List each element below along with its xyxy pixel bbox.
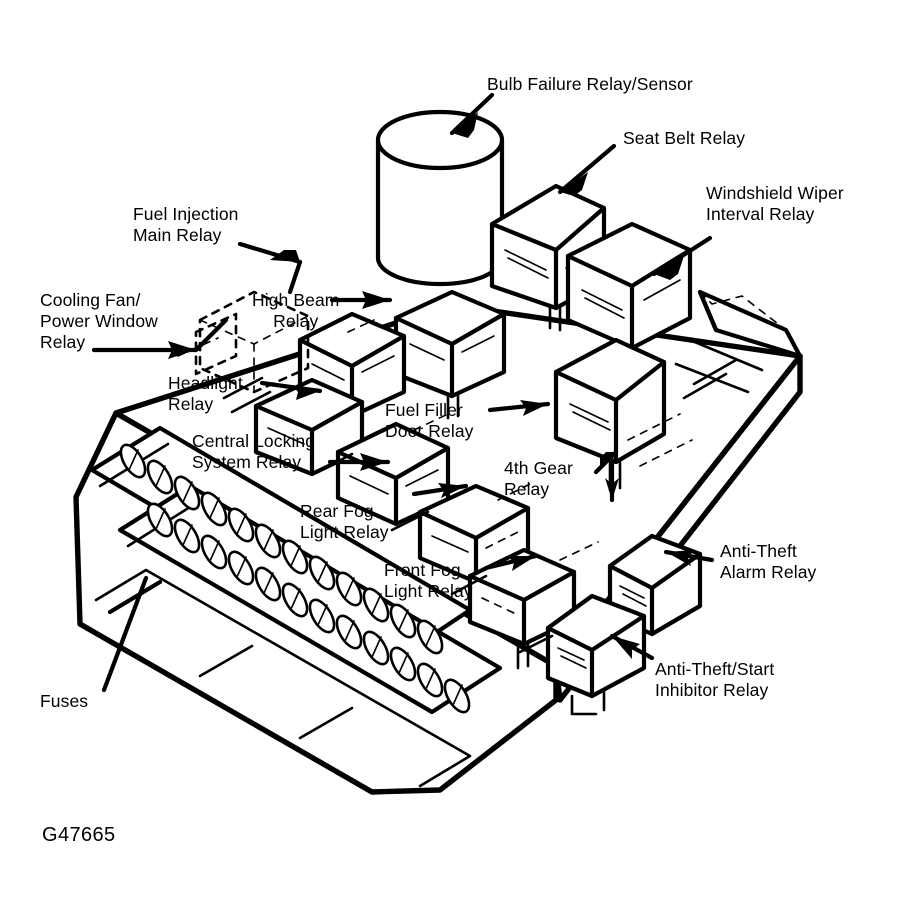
- label-rear-fog-light-relay: Rear Fog Light Relay: [300, 501, 389, 542]
- fuse-row-lower-shading: [155, 508, 463, 706]
- relay-central-locking: [335, 421, 451, 527]
- leader-lines: [91, 92, 715, 693]
- label-fuel-injection-main-relay: Fuel Injection Main Relay: [133, 204, 239, 245]
- relay-anti-theft-start-inhibitor: [545, 593, 647, 716]
- label-high-beam-relay: High Beam Relay: [252, 290, 340, 331]
- relay-4th-gear: [553, 337, 667, 492]
- label-central-locking-system-relay: Central Locking System Relay: [192, 431, 316, 472]
- label-seat-belt-relay: Seat Belt Relay: [623, 128, 746, 148]
- label-bulb-failure-relay: Bulb Failure Relay/Sensor: [487, 74, 693, 94]
- label-headlight-relay: Headlight Relay: [168, 373, 243, 414]
- label-fuses: Fuses: [40, 691, 89, 711]
- fuse-row-upper-shading: [128, 449, 436, 647]
- relay-front-fog-light: [467, 547, 577, 670]
- deck-hidden-edges: [347, 319, 693, 561]
- box-rear-right-wall: [674, 289, 803, 394]
- relay-headlight: [253, 377, 365, 477]
- deck-creases: [222, 358, 738, 654]
- bulb-failure-relay-cylinder: [375, 109, 505, 287]
- label-anti-theft-alarm-relay: Anti-Theft Alarm Relay: [720, 541, 817, 582]
- label-4th-gear-relay: 4th Gear Relay: [504, 458, 573, 499]
- label-front-fog-light-relay: Front Fog Light Relay: [384, 560, 473, 601]
- fuse-row-lower: [146, 502, 471, 714]
- fuse-bank: [89, 425, 503, 788]
- figure-id-code: G47665: [42, 824, 116, 846]
- label-anti-theft-start-inhibitor-relay: Anti-Theft/Start Inhibitor Relay: [655, 659, 775, 700]
- label-windshield-wiper-interval-relay: Windshield Wiper Interval Relay: [706, 183, 844, 224]
- label-cooling-fan-power-window-relay: Cooling Fan/ Power Window Relay: [40, 290, 158, 352]
- label-fuel-filler-door-relay: Fuel Filler Door Relay: [385, 400, 474, 441]
- relay-windshield-wiper: [565, 221, 693, 351]
